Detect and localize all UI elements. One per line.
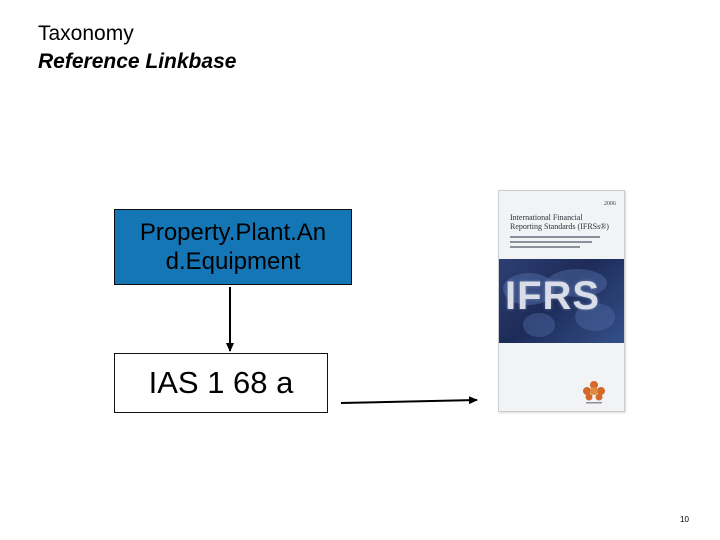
concept-label-line-1: Property.Plant.An: [140, 218, 326, 247]
page-number: 10: [680, 515, 689, 524]
reference-box: IAS 1 68 a: [114, 353, 328, 413]
book-subtitle-lines: [510, 235, 606, 253]
book-band-text: IFRS: [505, 274, 600, 319]
book-title: International Financial Reporting Standa…: [510, 213, 618, 231]
book-year: 2006: [604, 201, 616, 207]
reference-label: IAS 1 68 a: [149, 365, 294, 401]
book-band: IFRS: [499, 259, 624, 343]
iasb-logo-icon: [579, 376, 609, 406]
book-title-line-1: International Financial: [510, 213, 618, 222]
concept-label-line-2: d.Equipment: [140, 247, 326, 276]
reference-to-book-arrow: [341, 400, 477, 403]
book-title-line-2: Reporting Standards (IFRSs®): [510, 222, 618, 231]
concept-box: Property.Plant.An d.Equipment: [114, 209, 352, 285]
ifrs-book-cover: 2006 International Financial Reporting S…: [498, 190, 625, 412]
